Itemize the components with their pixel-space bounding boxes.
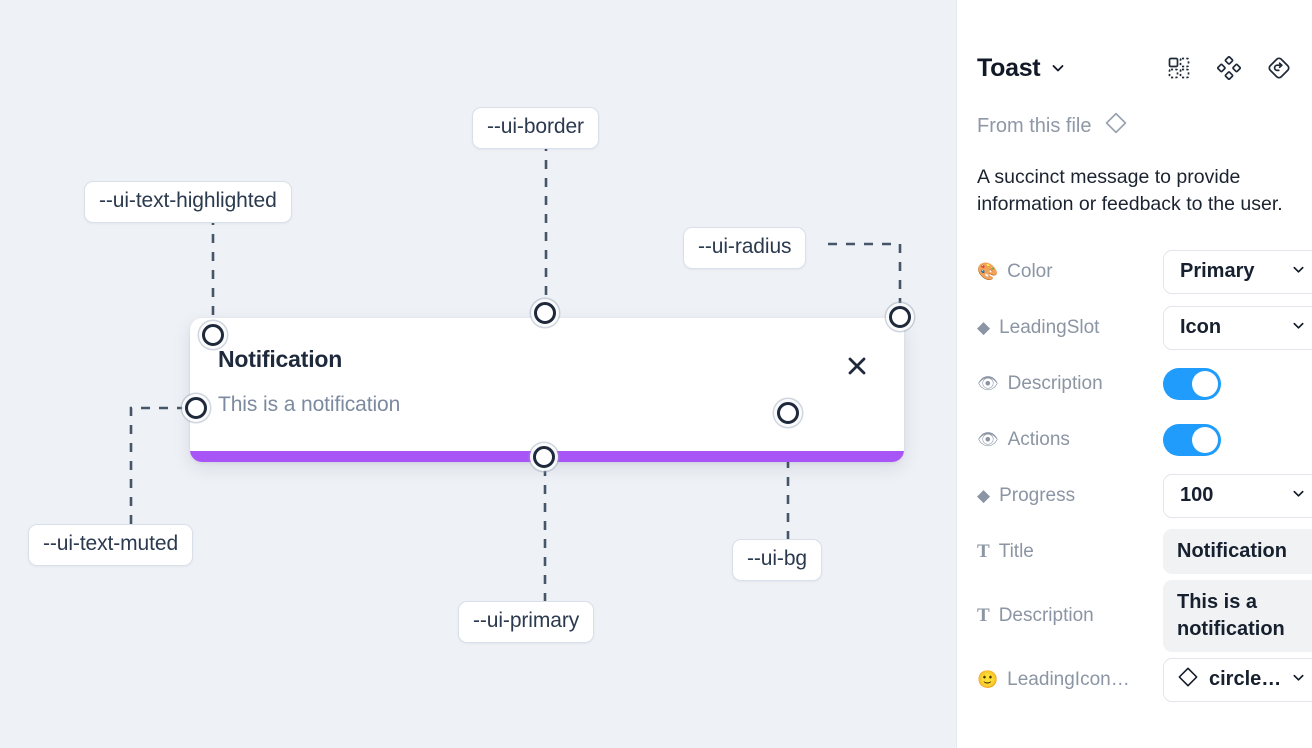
from-this-file-label: From this file <box>977 114 1092 137</box>
text-type-icon: T <box>977 540 990 562</box>
color-select[interactable]: Primary <box>1163 249 1312 294</box>
token-pill-ui-text-highlighted[interactable]: --ui-text-highlighted <box>84 181 292 224</box>
property-row-color: 🎨 Color Primary <box>977 244 1312 300</box>
token-handle-ui-text-highlighted[interactable] <box>202 324 224 346</box>
property-label-actions: 👁 Actions <box>977 429 1163 451</box>
token-pill-ui-border[interactable]: --ui-border <box>472 107 599 150</box>
property-row-title: T Title Notification <box>977 524 1312 580</box>
chevron-down-icon <box>1291 260 1306 283</box>
property-label-leadingicon: 🙂 LeadingIcon… <box>977 669 1163 691</box>
token-handle-ui-border[interactable] <box>534 302 556 324</box>
chevron-down-icon <box>1291 668 1306 691</box>
design-canvas[interactable]: Notification This is a notification --ui… <box>0 0 956 748</box>
token-handle-ui-primary[interactable] <box>533 446 555 468</box>
title-input[interactable]: Notification <box>1163 529 1312 575</box>
property-label-description-text: T Description <box>977 605 1163 627</box>
actions-toggle[interactable] <box>1163 423 1221 456</box>
token-handle-ui-text-muted[interactable] <box>185 397 207 419</box>
description-toggle[interactable] <box>1163 367 1221 400</box>
chevron-down-icon <box>1291 484 1306 507</box>
text-type-icon: T <box>977 604 990 626</box>
toast-title: Notification <box>218 346 343 372</box>
reset-instance-icon[interactable] <box>1266 55 1292 81</box>
token-pill-ui-radius[interactable]: --ui-radius <box>683 227 807 270</box>
from-this-file-row[interactable]: From this file <box>977 110 1292 142</box>
property-row-description-visibility: 👁 Description <box>977 356 1292 412</box>
properties-panel: Toast <box>956 0 1312 748</box>
token-handle-ui-bg[interactable] <box>777 402 799 424</box>
diamond-icon: ◆ <box>977 486 991 506</box>
palette-icon: 🎨 <box>977 262 999 282</box>
property-row-progress: ◆ Progress 100 <box>977 468 1312 524</box>
eye-icon: 👁 <box>977 430 999 450</box>
description-input[interactable]: This is a notification <box>1163 579 1312 652</box>
chevron-down-icon <box>1291 316 1306 339</box>
leadingicon-select[interactable]: circle… <box>1163 657 1312 702</box>
panel-header: Toast <box>977 48 1292 88</box>
property-list: 🎨 Color Primary ◆ LeadingSlot <box>977 244 1312 708</box>
property-label-text: LeadingIcon… <box>1007 668 1130 690</box>
leadingicon-select-value: circle… <box>1209 668 1282 691</box>
property-label-text: Description <box>998 604 1094 626</box>
eye-icon: 👁 <box>977 374 999 394</box>
component-description: A succinct message to provide informatio… <box>977 166 1283 215</box>
token-pill-ui-primary[interactable]: --ui-primary <box>458 601 595 644</box>
property-label-text: Progress <box>999 484 1076 506</box>
close-icon[interactable] <box>844 353 870 379</box>
panel-header-actions <box>1166 55 1292 81</box>
diamond-icon: ◆ <box>977 318 991 338</box>
token-handle-ui-radius[interactable] <box>889 306 911 328</box>
property-label-color: 🎨 Color <box>977 261 1163 283</box>
toggle-knob <box>1192 426 1218 453</box>
connector-lines <box>129 142 902 602</box>
leadingslot-select[interactable]: Icon <box>1163 305 1312 350</box>
property-row-actions: 👁 Actions <box>977 412 1292 468</box>
property-label-text: LeadingSlot <box>999 316 1100 338</box>
smiley-icon: 🙂 <box>977 670 999 690</box>
property-label-text: Color <box>1007 260 1053 282</box>
property-label-text: Title <box>998 540 1034 562</box>
token-pill-ui-bg[interactable]: --ui-bg <box>732 539 822 582</box>
variants-diamond-icon[interactable] <box>1216 55 1242 81</box>
toast-preview-card[interactable]: Notification This is a notification <box>190 318 904 462</box>
leadingslot-select-value: Icon <box>1180 316 1222 339</box>
property-label-text: Description <box>1007 372 1103 394</box>
diamond-icon <box>1103 110 1129 142</box>
component-grid-icon[interactable] <box>1166 55 1192 81</box>
chevron-down-icon[interactable] <box>1050 60 1066 76</box>
token-pill-ui-text-muted[interactable]: --ui-text-muted <box>28 524 194 567</box>
property-label-description-visibility: 👁 Description <box>977 373 1163 395</box>
toggle-knob <box>1192 370 1218 397</box>
property-row-description-text: T Description This is a notification <box>977 579 1312 652</box>
toast-description: This is a notification <box>218 393 401 416</box>
property-label-title: T Title <box>977 541 1163 563</box>
progress-select-value: 100 <box>1180 484 1214 507</box>
progress-select[interactable]: 100 <box>1163 473 1312 518</box>
color-select-value: Primary <box>1180 260 1255 283</box>
property-label-text: Actions <box>1007 428 1070 450</box>
property-row-leadingicon: 🙂 LeadingIcon… circle… <box>977 652 1312 708</box>
property-row-leadingslot: ◆ LeadingSlot Icon <box>977 300 1312 356</box>
property-label-progress: ◆ Progress <box>977 485 1163 507</box>
diamond-icon <box>1176 665 1200 695</box>
property-label-leadingslot: ◆ LeadingSlot <box>977 317 1163 339</box>
panel-title: Toast <box>977 53 1041 82</box>
